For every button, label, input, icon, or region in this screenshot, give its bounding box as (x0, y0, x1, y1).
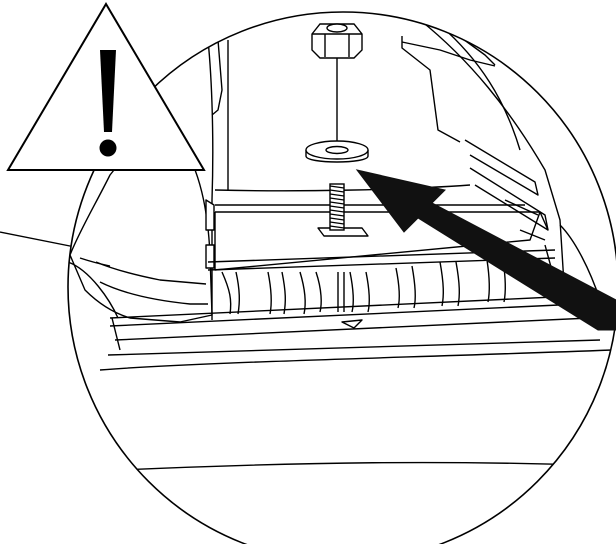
warning-triangle-icon (6, 2, 206, 171)
bumper-trim (99, 295, 613, 471)
fastener-stack (305, 23, 369, 231)
left-body-panel (68, 139, 213, 323)
threaded-stud (329, 183, 345, 231)
right-side-panel (401, 14, 601, 301)
arrow-pointer-icon (355, 169, 616, 331)
left-pillar (205, 39, 223, 320)
hex-nut (311, 23, 363, 59)
flat-washer (305, 140, 369, 163)
